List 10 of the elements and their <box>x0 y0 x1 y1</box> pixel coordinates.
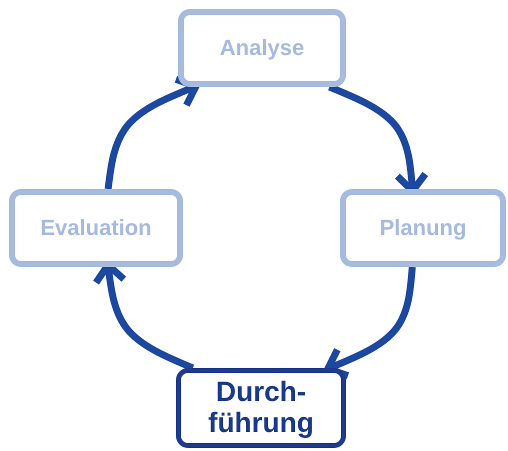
node-label: Evaluation <box>40 216 152 240</box>
process-box <box>340 189 506 267</box>
process-box <box>178 9 346 87</box>
curved-arrow <box>324 266 416 380</box>
node-label: Durch- führung <box>207 377 315 439</box>
node-label: Planung <box>380 216 466 240</box>
process-box <box>9 189 183 267</box>
curved-arrow <box>104 76 200 190</box>
process-box <box>176 368 346 448</box>
node-label: Analyse <box>220 36 304 60</box>
